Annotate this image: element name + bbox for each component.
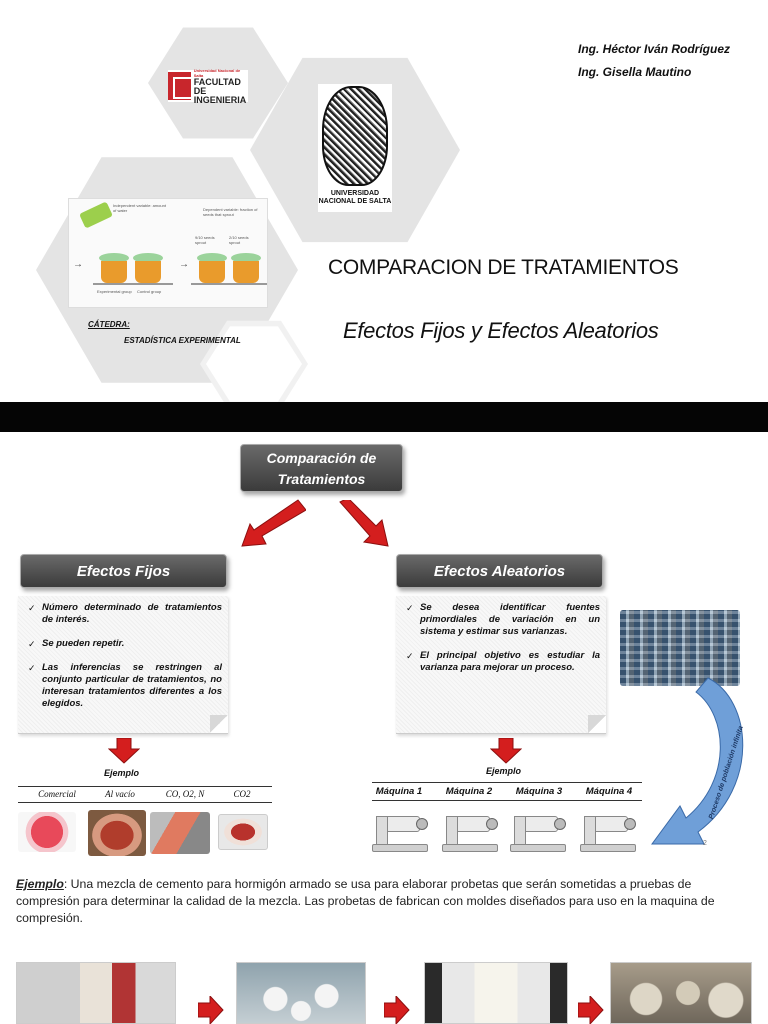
experiment-illustration: Independent variable: amount of water De… [68,198,268,308]
check-icon: ✓ [28,603,36,613]
faculty-logo-line1: FACULTAD DE [193,76,241,96]
shelf [191,283,267,285]
experimental-group-label: Experimental group [97,289,132,294]
sprout-label-1: 9/10 seeds sprout [195,235,215,245]
meat-package-photo-gases [150,812,210,854]
pot-icon [233,261,259,283]
slide-divider [0,402,768,432]
pot-icon [135,261,161,283]
sprout-label-2: 2/10 seeds sprout [229,235,249,245]
arrow-icon: → [73,259,83,270]
sewing-machine-2-icon [442,810,502,854]
machine-label-4: Máquina 4 [585,786,633,797]
author-2: Ing. Gisella Mautino [578,65,692,79]
red-arrow-right-icon [578,996,604,1024]
university-logo-line2: NACIONAL DE SALTA [318,198,392,205]
independent-variable-label: Independent variable: amount of water [113,203,166,213]
tested-specimens-photo [610,962,752,1024]
column-al-vacio: Al vacío [105,789,135,799]
red-arrow-right-icon [384,996,410,1024]
pot-icon [199,261,225,283]
comparacion-line2: Tratamientos [277,471,366,487]
faculty-logo-small-text: Universidad Nacional de Salta [193,67,241,78]
ejemplo-paragraph: Ejemplo: Una mezcla de cemento para horm… [16,876,752,927]
control-group-label: Control group [137,289,162,294]
efectos-aleatorios-note: ✓Se desea identificar fuentes primordial… [396,596,606,734]
machine-label-1: Máquina 1 [375,786,423,797]
list-item: ✓El principal objetivo es estudiar la va… [406,650,600,673]
shelf [93,283,173,285]
check-icon: ✓ [28,663,36,673]
slide-subtitle: Efectos Fijos y Efectos Aleatorios [343,318,659,343]
meat-package-photo-vacio [88,810,146,856]
factory-photo [620,610,740,686]
plant-icon [99,253,129,263]
page-number: 2 [703,840,707,847]
table-header-rule [18,802,272,803]
efectos-aleatorios-box: Efectos Aleatorios [396,554,603,588]
slide-title: COMPARACION DE TRATAMIENTOS [328,256,679,279]
check-icon: ✓ [406,651,414,661]
check-icon: ✓ [406,603,414,613]
table-top-rule [18,786,272,787]
catedra-name: ESTADÍSTICA EXPERIMENTAL [124,336,241,345]
molds-photo [236,962,366,1024]
efectos-fijos-note: ✓Número determinado de tratamientos de i… [18,596,228,734]
university-logo: UNIVERSIDAD NACIONAL DE SALTA [318,84,392,212]
list-item: ✓Se pueden repetir. [28,638,125,649]
red-arrow-left-icon [241,499,306,547]
list-item: ✓Número determinado de tratamientos de i… [28,602,222,625]
comparison-slide: Comparación de Tratamientos Efectos Fijo… [0,432,768,862]
meat-package-photo-comercial [18,812,76,852]
red-arrow-down-icon [108,738,140,764]
machines-top-rule [372,782,642,783]
plant-icon [197,253,227,263]
dependent-variable-label: Dependent variable: fraction of seeds th… [203,207,258,217]
catedra-label: CÁTEDRA: [88,320,130,329]
check-icon: ✓ [28,639,36,649]
watering-bottle-icon [79,201,113,229]
sewing-machine-1-icon [372,810,432,854]
university-seal-icon [322,86,388,186]
faculty-logo: Universidad Nacional de Salta FACULTAD D… [168,67,248,105]
red-arrow-right-icon [339,500,389,547]
ejemplo-label-fijos: Ejemplo [104,768,140,778]
curved-blue-arrow-icon [651,677,744,845]
machine-label-2: Máquina 2 [445,786,493,797]
sewing-machine-3-icon [510,810,570,854]
list-item: ✓Se desea identificar fuentes primordial… [406,602,600,637]
university-logo-line1: UNIVERSIDAD [330,190,380,197]
meat-package-photo-co2 [218,814,268,850]
ejemplo-label-aleatorios: Ejemplo [486,766,522,776]
column-comercial: Comercial [38,789,76,799]
sewing-machine-4-icon [580,810,640,854]
title-slide: Universidad Nacional de Salta FACULTAD D… [0,0,768,402]
comparacion-box: Comparación de Tratamientos [240,444,403,492]
plant-icon [133,253,163,263]
author-1: Ing. Héctor Iván Rodríguez [578,42,731,56]
machine-label-3: Máquina 3 [515,786,563,797]
pot-icon [101,261,127,283]
column-co2: CO2 [233,789,251,799]
mixing-cement-photo [16,962,176,1024]
list-item: ✓Las inferencias se restringen al conjun… [28,662,222,709]
machines-header-rule [372,800,642,801]
compression-machine-photo [424,962,568,1024]
faculty-logo-mark-icon [168,72,193,100]
faculty-logo-line2: INGENIERIA [193,94,247,105]
plant-icon [231,253,261,263]
column-co-o2-n: CO, O2, N [165,789,205,799]
red-arrow-down-icon [490,738,522,764]
ejemplo-lead: Ejemplo [16,877,64,891]
red-arrow-right-icon [198,996,224,1024]
comparacion-line1: Comparación de [266,450,377,466]
ejemplo-body: : Una mezcla de cemento para hormigón ar… [16,877,715,925]
efectos-fijos-box: Efectos Fijos [20,554,227,588]
arrow-icon: → [179,259,189,270]
